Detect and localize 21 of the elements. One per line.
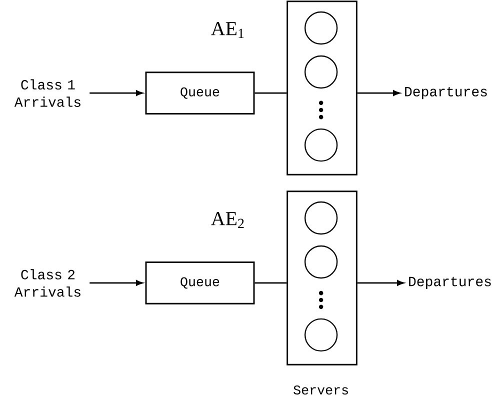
arrow (357, 90, 400, 96)
server-circle (304, 245, 338, 279)
servers-caption: Servers (294, 385, 348, 395)
arrow (357, 280, 404, 286)
server-circle (304, 128, 338, 162)
connector-line (254, 92, 287, 94)
arrow (90, 90, 143, 96)
node-label: Departures (409, 276, 491, 290)
group-heading: AE$_{2}$ (211, 212, 244, 228)
connector-line (254, 282, 287, 284)
node-label: Class 2 Arrivals (14, 269, 80, 297)
node-label: Class 1 Arrivals (14, 79, 80, 107)
server-circle (304, 318, 338, 352)
node-label: Departures (405, 86, 487, 100)
arrow (90, 280, 143, 286)
server-circle (304, 11, 338, 45)
server-circle (304, 55, 338, 89)
queue-box: Queue (145, 262, 255, 304)
group-heading: AE$_{1}$ (211, 22, 244, 38)
queue-box: Queue (145, 72, 255, 114)
server-circle (304, 201, 338, 235)
